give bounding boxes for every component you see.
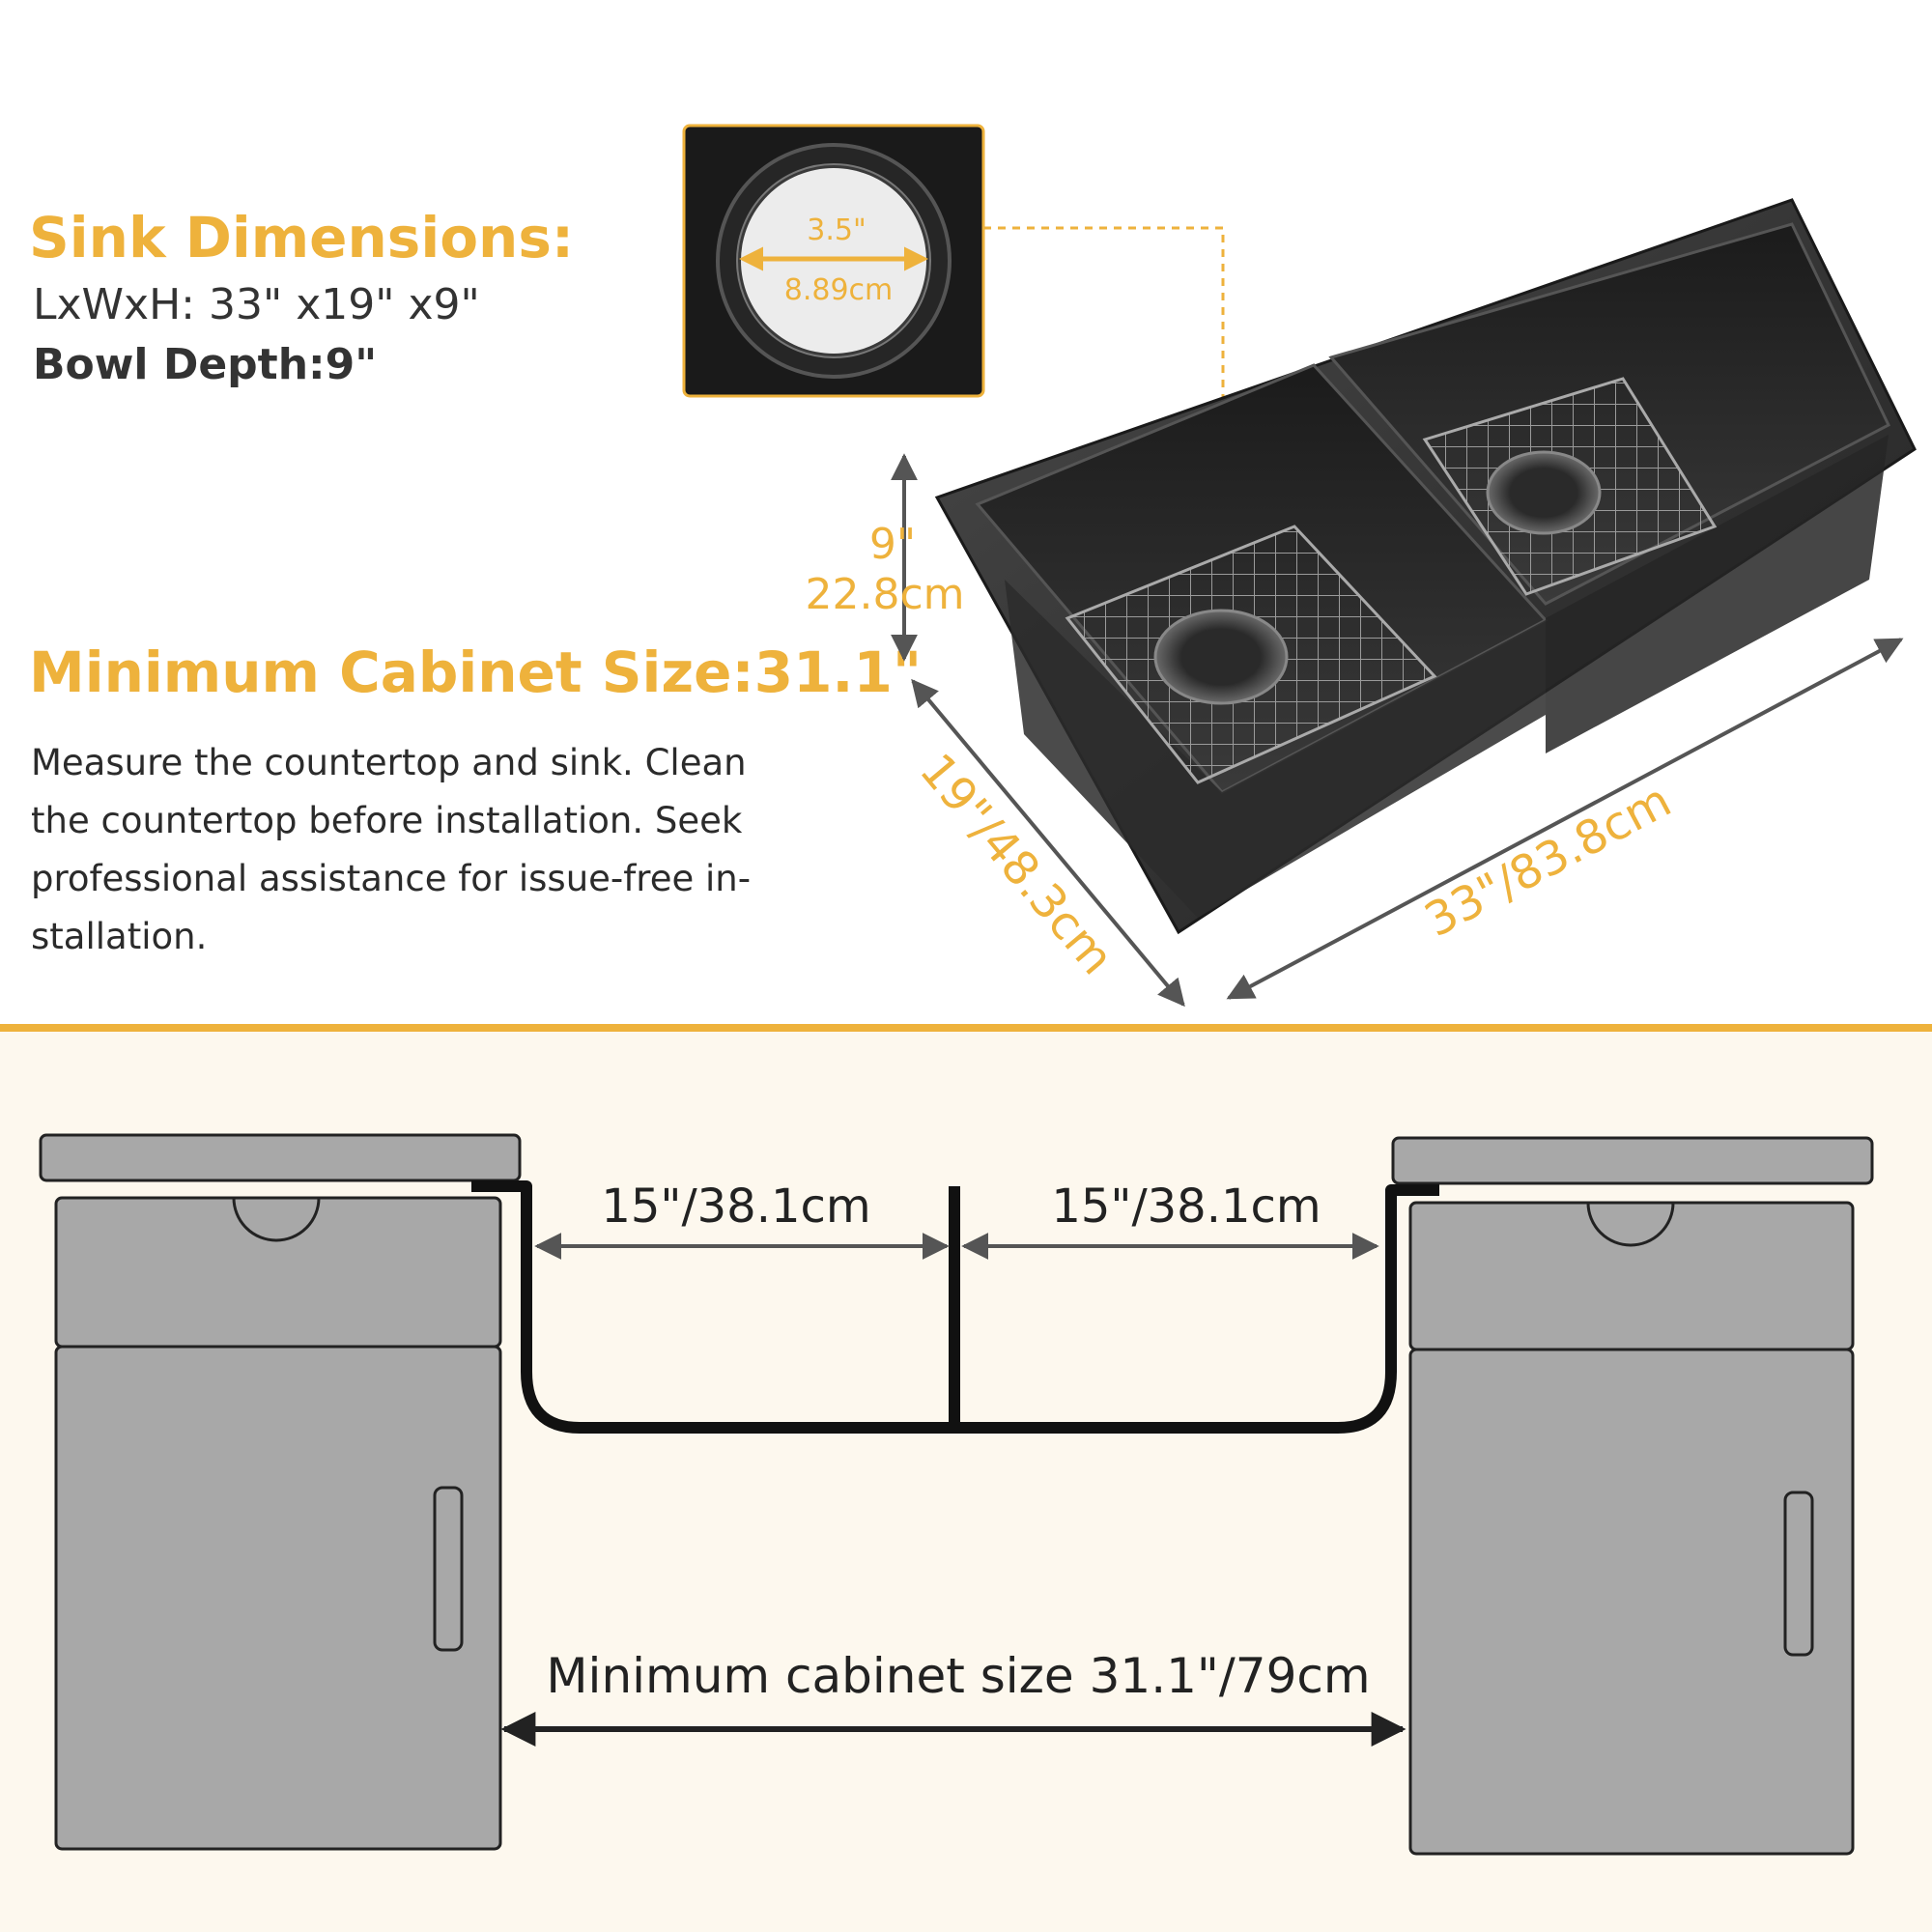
left-countertop xyxy=(39,1133,522,1182)
left-cabinet xyxy=(54,1196,502,1851)
left-cabinet-handle xyxy=(433,1486,464,1652)
min-cabinet-label: Minimum cabinet size 31.1"/79cm xyxy=(546,1648,1370,1704)
sink-dimensions-title: Sink Dimensions: xyxy=(29,205,575,270)
installation-description: Measure the countertop and sink. Clean t… xyxy=(31,742,752,957)
length-arrow xyxy=(1226,638,1904,1000)
right-bowl-label: 15"/38.1cm xyxy=(1051,1179,1321,1234)
section-divider xyxy=(0,1024,1932,1032)
left-drain xyxy=(1153,609,1289,705)
drain-inch-label: 3.5" xyxy=(807,213,867,247)
height-inch-label: 9" xyxy=(869,520,916,569)
double-bowl-sink xyxy=(934,198,1917,935)
right-countertop xyxy=(1391,1136,1874,1185)
width-arrow xyxy=(911,678,1185,1008)
right-cabinet-handle xyxy=(1783,1491,1814,1657)
height-cm-label: 22.8cm xyxy=(805,570,964,619)
minimum-cabinet-title: Minimum Cabinet Size:31.1" xyxy=(29,639,923,705)
length-label: 33"/83.8cm xyxy=(1416,774,1680,949)
right-cabinet xyxy=(1408,1201,1855,1856)
drain-cm-label: 8.89cm xyxy=(784,273,894,307)
sink-lwh-dimensions: LxWxH: 33" x19" x9" xyxy=(33,280,480,329)
right-drain xyxy=(1486,450,1602,535)
sink-profile xyxy=(471,1180,1439,1434)
bowl-depth: Bowl Depth:9" xyxy=(33,340,378,389)
drain-closeup-inset: 3.5" 8.89cm xyxy=(682,124,985,398)
left-bowl-label: 15"/38.1cm xyxy=(601,1179,870,1234)
